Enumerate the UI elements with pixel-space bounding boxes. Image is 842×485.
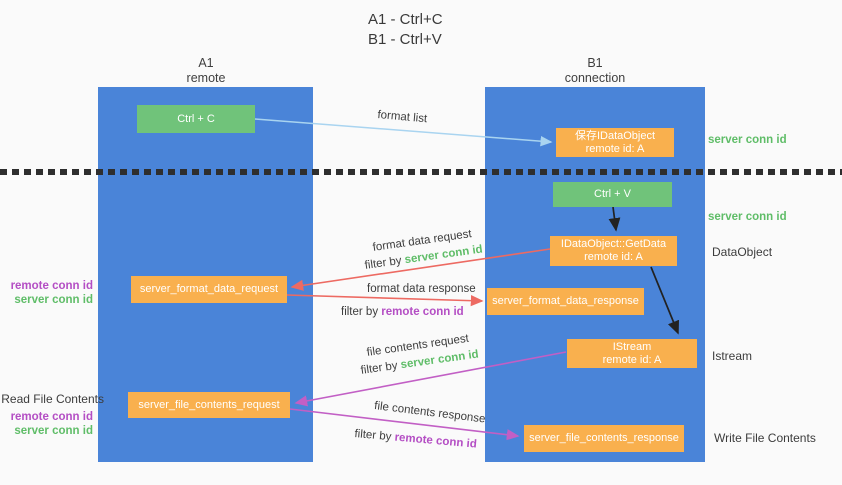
title-line-a1: A1 - Ctrl+C — [368, 11, 443, 28]
remote-conn-id-text: remote conn id — [381, 306, 464, 318]
remote-conn-id-label: remote conn id — [10, 280, 93, 292]
filter-by-text: filter by — [364, 254, 406, 272]
left-column-name: A1 — [198, 56, 214, 70]
server-file-contents-response-label: server_file_contents_response — [529, 432, 679, 444]
save-idataobject-node: 保存IDataObject remote id: A — [556, 128, 674, 157]
server-conn-id-right-top: server conn id — [708, 134, 787, 146]
filter-by-text: filter by — [341, 306, 382, 318]
ctrl-v-label: Ctrl + V — [594, 188, 631, 200]
filter-by-remote-conn-id-label-2: filter by remote conn id — [354, 428, 477, 451]
istream-line2: remote id: A — [602, 353, 662, 366]
server-conn-id-label: server conn id — [14, 294, 93, 306]
server-file-contents-request-node: server_file_contents_request — [128, 392, 290, 418]
server-conn-id-right-mid: server conn id — [708, 211, 787, 223]
server-format-data-request-label: server_format_data_request — [139, 283, 279, 295]
idataobject-getdata-node: IDataObject::GetData remote id: A — [550, 236, 677, 266]
server-format-data-response-node: server_format_data_response — [487, 288, 644, 315]
left-conn-ids-bottom: remote conn id server conn id — [0, 410, 93, 438]
format-data-response-label: format data response — [367, 283, 476, 295]
ctrl-c-node: Ctrl + C — [137, 105, 255, 133]
server-format-data-response-label: server_format_data_response — [492, 295, 639, 307]
remote-conn-id-text: remote conn id — [394, 431, 478, 451]
dataobject-label: DataObject — [712, 245, 773, 259]
left-conn-ids-top: remote conn id server conn id — [0, 279, 93, 307]
save-idataobject-line2: remote id: A — [585, 142, 645, 155]
ctrl-c-label: Ctrl + C — [177, 112, 215, 125]
save-idataobject-line1: 保存IDataObject — [574, 129, 656, 142]
left-column-header: A1 remote — [146, 56, 266, 86]
istream-node: IStream remote id: A — [567, 339, 697, 368]
istream-side-label: Istream — [712, 349, 753, 363]
server-file-contents-response-node: server_file_contents_response — [524, 425, 684, 452]
remote-conn-id-label: remote conn id — [10, 411, 93, 423]
read-file-contents-label: Read File Contents — [1, 392, 104, 406]
format-list-label: format list — [376, 109, 428, 126]
right-column-header: B1 connection — [535, 56, 655, 86]
file-contents-response-label: file contents response — [373, 400, 487, 426]
format-data-response-arrow — [286, 294, 484, 307]
left-column-subtitle: remote — [186, 71, 226, 85]
filter-by-remote-conn-id-label-1: filter by remote conn id — [341, 306, 464, 318]
filter-by-text: filter by — [353, 428, 396, 444]
right-column-name: B1 — [587, 56, 603, 70]
title-line-b1: B1 - Ctrl+V — [368, 31, 442, 48]
right-column-subtitle: connection — [564, 71, 626, 85]
getdata-line2: remote id: A — [584, 251, 643, 263]
dotted-separator-line — [0, 169, 842, 175]
diagram-title: A1 - Ctrl+C B1 - Ctrl+V — [368, 10, 443, 50]
filter-by-text: filter by — [360, 359, 402, 377]
getdata-line1: IDataObject::GetData — [560, 238, 667, 250]
ctrl-v-node: Ctrl + V — [553, 182, 672, 207]
istream-line1: IStream — [612, 340, 652, 353]
server-format-data-request-node: server_format_data_request — [131, 276, 287, 303]
server-conn-id-label: server conn id — [14, 425, 93, 437]
server-file-contents-request-label: server_file_contents_request — [138, 398, 280, 411]
write-file-contents-label: Write File Contents — [714, 431, 816, 445]
